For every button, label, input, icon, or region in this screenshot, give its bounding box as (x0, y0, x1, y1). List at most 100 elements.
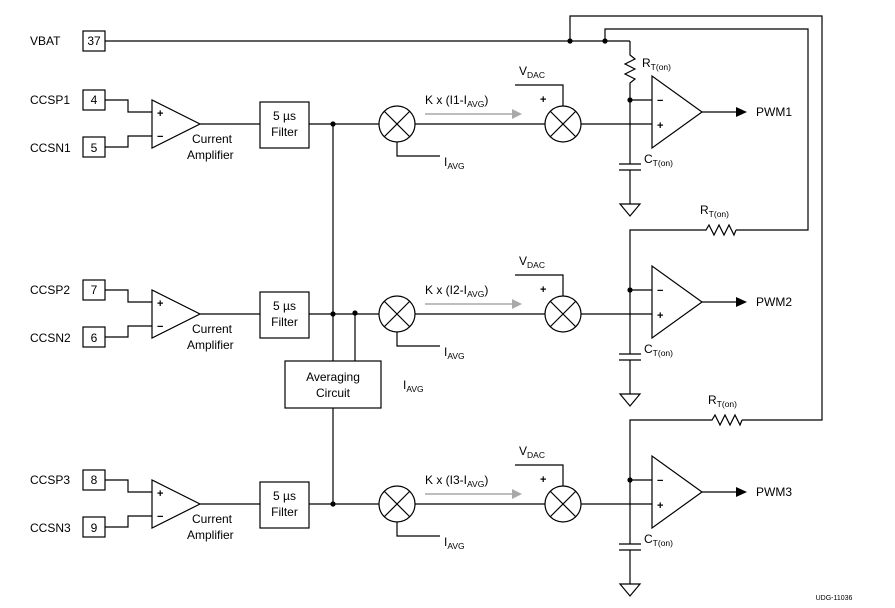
ground-symbol (618, 203, 642, 217)
multiplier-cross (549, 490, 577, 518)
comparator-symbol (651, 74, 704, 150)
channel-3: CCSP3 8 CCSN3 9 + − Current Amplifier 5 … (30, 393, 792, 597)
pwm-arrowhead (736, 297, 747, 307)
ct-capacitor (619, 163, 641, 171)
iavg-label: IAVG (444, 345, 465, 361)
ct-label: CT(on) (644, 532, 673, 548)
vdac-wire (515, 464, 564, 486)
pwm-label: PWM2 (756, 295, 792, 309)
multiplier-cross (549, 300, 577, 328)
ccsn-label: CCSN3 (30, 521, 71, 535)
rt-label: RT(on) (708, 393, 737, 409)
vbat-label: VBAT (30, 34, 61, 48)
rt-resistor (629, 413, 743, 480)
ccsn-wire (105, 515, 152, 528)
ccsp-pin-number: 4 (91, 93, 98, 107)
vbat-section: VBAT 37 (30, 15, 823, 421)
comp-minus-sign: − (657, 475, 663, 487)
pwm-arrowhead (736, 107, 747, 117)
rt-label: RT(on) (700, 203, 729, 219)
vdac-plus-sign: + (540, 474, 546, 486)
signal-flow-arrowhead (512, 489, 522, 499)
ccsp-label: CCSP3 (30, 473, 70, 487)
k-expression: K x (I3-IAVG) (425, 473, 488, 489)
ccsp-pin-number: 8 (91, 473, 98, 487)
filter-box (259, 101, 310, 149)
amp-label-line1: Current (192, 322, 233, 336)
filter-label-line2: Filter (271, 505, 298, 519)
filter-label-line1: 5 µs (273, 299, 296, 313)
vdac-plus-sign: + (540, 284, 546, 296)
ccsp-pin-number: 7 (91, 283, 98, 297)
amp-label-line2: Amplifier (187, 338, 234, 352)
document-id: UDG-11036 (816, 595, 853, 602)
comp-plus-sign: + (657, 500, 663, 512)
pwm-arrowhead (736, 487, 747, 497)
filter-label-line2: Filter (271, 125, 298, 139)
comparator-symbol (651, 264, 704, 340)
amp-label-line2: Amplifier (187, 528, 234, 542)
current-amplifier-symbol (151, 289, 202, 339)
amp-label-line1: Current (192, 512, 233, 526)
current-amplifier-symbol (151, 99, 202, 149)
iavg-input-wire (396, 522, 440, 537)
junction-dot (330, 501, 336, 507)
pwm-label: PWM3 (756, 485, 792, 499)
ground-symbol (618, 583, 642, 597)
ccsp-wire (105, 289, 152, 303)
junction-dot (352, 310, 358, 316)
signal-flow-arrowhead (512, 299, 522, 309)
comp-plus-sign: + (657, 120, 663, 132)
averaging-label-line2: Circuit (316, 386, 351, 400)
ccsp-label: CCSP2 (30, 283, 70, 297)
multiplier-cross (549, 110, 577, 138)
iavg-input-wire (396, 142, 440, 157)
averaging-output-label: IAVG (403, 378, 424, 394)
ct-label: CT(on) (644, 342, 673, 358)
ground-symbol (618, 393, 642, 407)
rt-resistor (629, 223, 737, 290)
vdac-label: VDAC (519, 64, 545, 80)
filter-box (259, 291, 310, 339)
channel-1: CCSP1 4 CCSN1 5 + − Current Amplifier 5 … (30, 41, 792, 217)
iavg-label: IAVG (444, 535, 465, 551)
amp-label-line1: Current (192, 132, 233, 146)
vdac-label: VDAC (519, 444, 545, 460)
signal-flow-arrowhead (512, 109, 522, 119)
ccsp-wire (105, 479, 152, 493)
comp-minus-sign: − (657, 95, 663, 107)
ct-capacitor (619, 353, 641, 361)
filter-label-line1: 5 µs (273, 489, 296, 503)
rt-label: RT(on) (642, 56, 671, 72)
filter-label-line2: Filter (271, 315, 298, 329)
averaging-section: Averaging Circuit IAVG (284, 124, 424, 505)
amp-plus-sign: + (157, 488, 163, 500)
junction-dot (330, 311, 336, 317)
channel-2: CCSP2 7 CCSN2 6 + − Current Amplifier 5 … (30, 203, 792, 407)
subtractor-cross (383, 490, 411, 518)
k-expression: K x (I2-IAVG) (425, 283, 488, 299)
ccsn-pin-number: 9 (91, 521, 98, 535)
comp-plus-sign: + (657, 310, 663, 322)
subtractor-cross (383, 300, 411, 328)
vdac-wire (515, 84, 564, 106)
ccsn-label: CCSN1 (30, 141, 71, 155)
amp-minus-sign: − (157, 511, 163, 523)
amp-label-line2: Amplifier (187, 148, 234, 162)
filter-label-line1: 5 µs (273, 109, 296, 123)
comp-minus-sign: − (657, 285, 663, 297)
ccsn-wire (105, 135, 152, 148)
iavg-label: IAVG (444, 155, 465, 171)
vbat-wire-rt3 (569, 15, 823, 421)
ccsn-wire (105, 325, 152, 338)
ccsn-label: CCSN2 (30, 331, 71, 345)
vdac-label: VDAC (519, 254, 545, 270)
ccsn-pin-number: 6 (91, 331, 98, 345)
iavg-input-wire (396, 332, 440, 347)
comparator-symbol (651, 454, 704, 530)
k-expression: K x (I1-IAVG) (425, 93, 488, 109)
ct-label: CT(on) (644, 152, 673, 168)
amp-plus-sign: + (157, 298, 163, 310)
amp-minus-sign: − (157, 131, 163, 143)
